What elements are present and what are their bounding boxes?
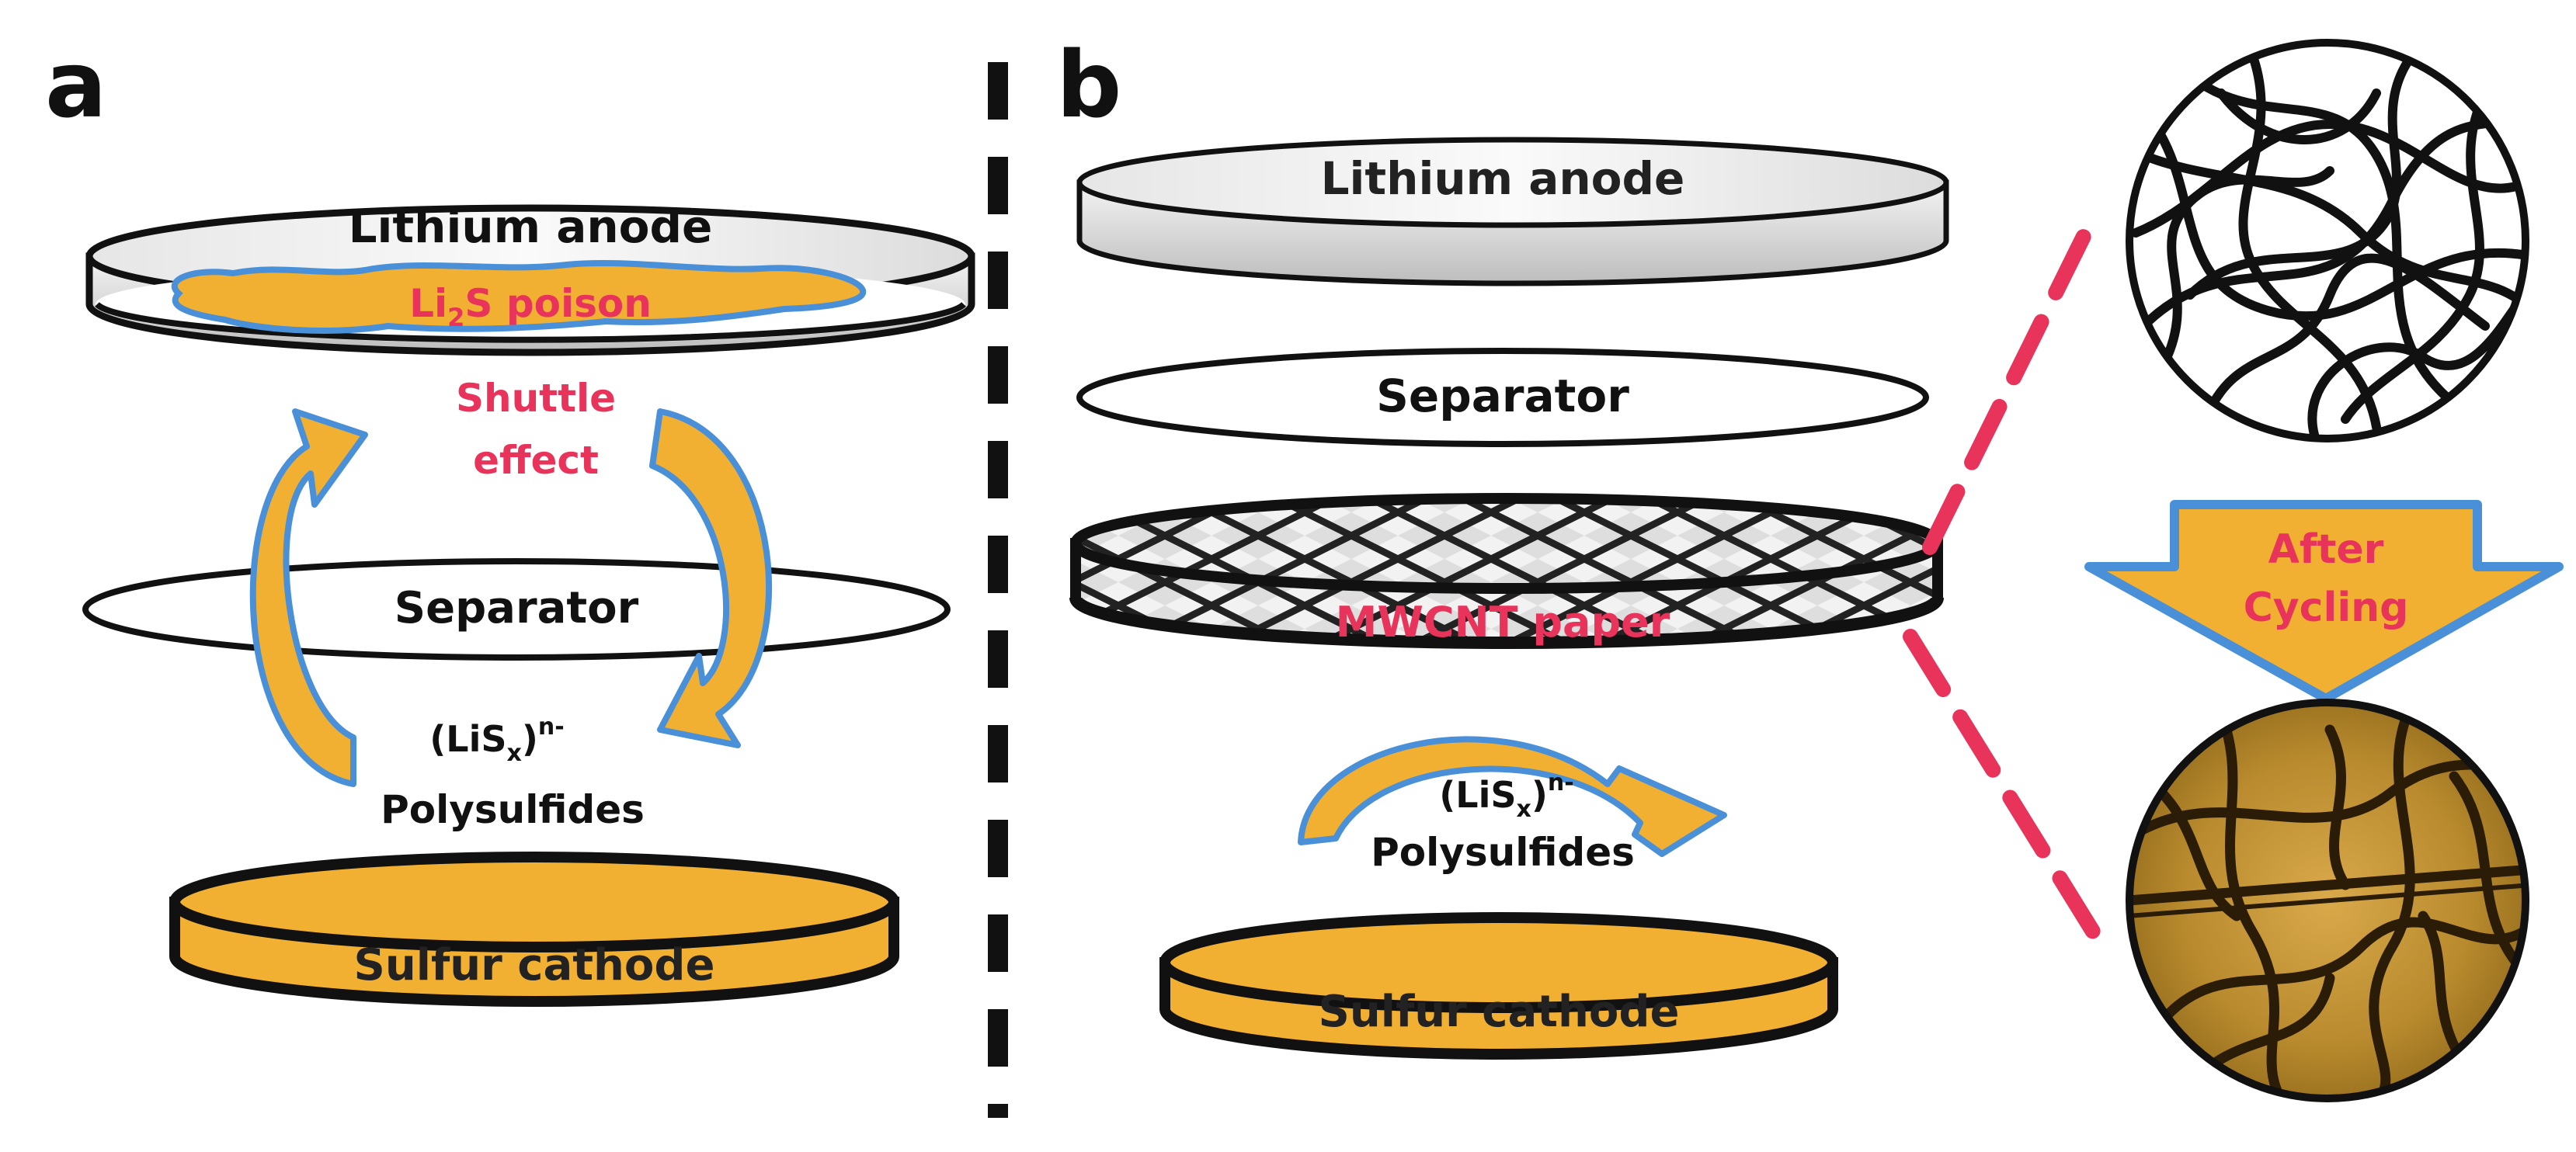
panel-a-polysulfide-label: Polysulfides (381, 787, 645, 832)
panel-b-separator-label: Separator (1376, 370, 1629, 422)
panel-b-polysulfide-formula: (LiSx)n- (1439, 769, 1573, 823)
panel-a-shuttle-line2: effect (473, 438, 599, 483)
after-cycling-line2: Cycling (2244, 585, 2409, 631)
panel-a-polysulfide-formula: (LiSx)n- (429, 713, 564, 767)
panel-b-paper-label: MWCNT paper (1336, 598, 1670, 647)
pristine-mwcnt-micrograph (2126, 39, 2529, 442)
zoom-line-bottom (1903, 629, 2101, 939)
after-cycling-line1: After (2268, 526, 2384, 573)
panel-b-mwcnt-paper (1069, 493, 1944, 649)
panel-a-poison-label: Li2S poison (409, 281, 652, 332)
panel-b-letter: b (1056, 31, 1121, 138)
panel-a-shuttle-line1: Shuttle (456, 376, 616, 421)
panel-a-shuttle-arrow-left (249, 408, 368, 787)
panel-a-anode-label: Lithium anode (349, 200, 713, 253)
panel-a-cathode-label: Sulfur cathode (354, 940, 715, 991)
panel-b-lithium-anode (1076, 137, 1949, 286)
panel-a-separator-label: Separator (395, 583, 639, 633)
panel-b-separator (1076, 348, 1929, 447)
cycled-mwcnt-micrograph (2126, 699, 2529, 1102)
panel-a-letter: a (45, 31, 107, 138)
panel-a-sulfur-cathode (169, 852, 899, 1007)
after-cycling-arrow (2084, 500, 2564, 703)
panel-b-cathode-label: Sulfur cathode (1319, 987, 1680, 1037)
panel-b-sulfur-cathode (1159, 912, 1838, 1060)
panel-b-anode-label: Lithium anode (1321, 152, 1685, 205)
panel-b-polysulfide-label: Polysulfides (1371, 830, 1635, 875)
zoom-line-top (1922, 202, 2105, 555)
panel-a-li2s-poison-deposit (171, 259, 867, 334)
panel-b-polysulfide-arrow (1298, 736, 1727, 857)
panel-a-shuttle-arrow-right (649, 408, 773, 748)
